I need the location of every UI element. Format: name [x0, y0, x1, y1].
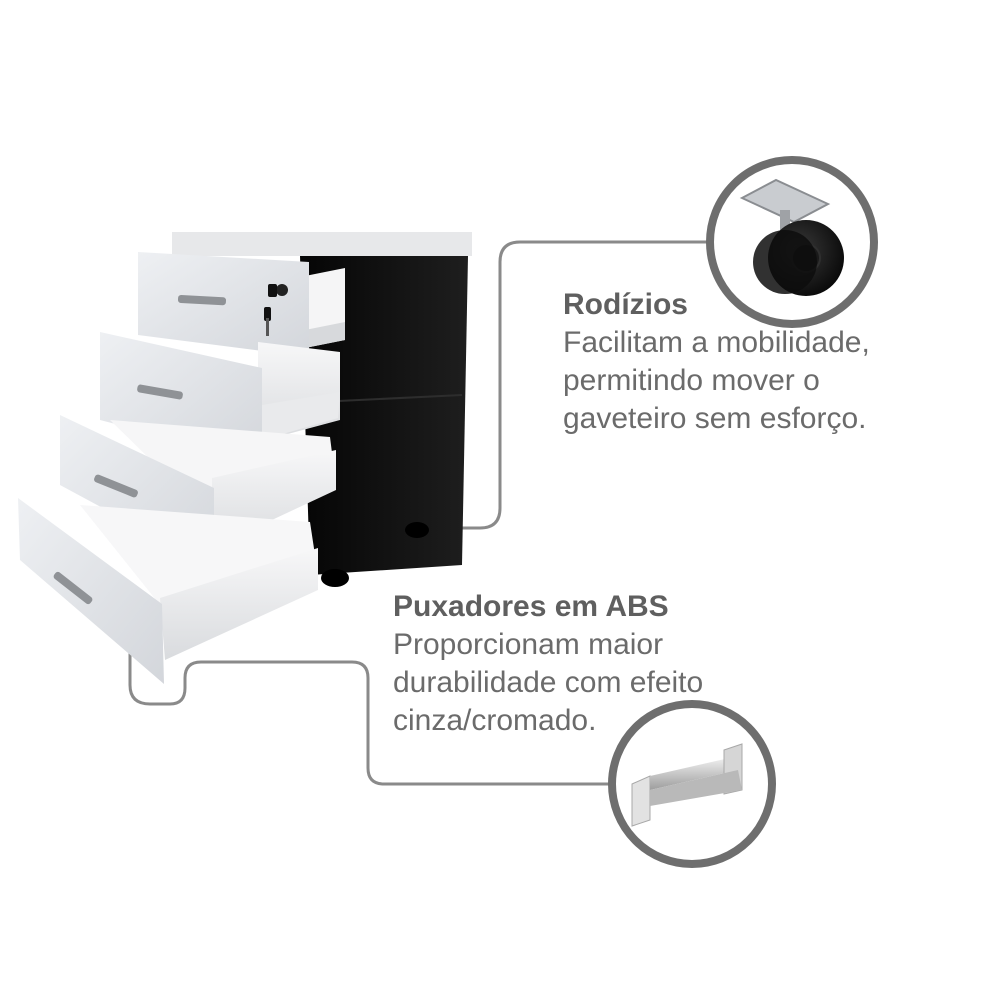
drawer-handle — [53, 571, 93, 605]
caster — [405, 522, 429, 538]
drawer-4 — [18, 498, 318, 684]
feature-description: Facilitam a mobilidade, permitindo mover… — [563, 326, 870, 435]
drawer-handle — [177, 295, 227, 306]
caster-detail — [706, 156, 878, 328]
lock-icon — [264, 284, 288, 336]
cabinet-top — [172, 232, 472, 256]
drawer-handle-icon — [631, 743, 743, 827]
connector-rodizios — [448, 240, 712, 530]
drawer-1 — [138, 252, 345, 357]
feature-rodizios: Rodízios Facilitam a mobilidade, permiti… — [563, 286, 983, 438]
feature-description: Proporcionam maior durabilidade com efei… — [393, 628, 704, 737]
drawer-front — [18, 498, 164, 684]
drawer-handle — [94, 474, 138, 498]
drawer-handle — [137, 384, 183, 400]
caster-wheel-icon — [739, 178, 844, 296]
drawer-cabinet — [18, 232, 472, 684]
handle-detail — [608, 700, 776, 868]
caster — [321, 569, 349, 587]
feature-title: Rodízios — [563, 288, 688, 321]
feature-title: Puxadores em ABS — [393, 590, 669, 623]
feature-puxadores: Puxadores em ABS Proporcionam maior dura… — [393, 588, 813, 740]
